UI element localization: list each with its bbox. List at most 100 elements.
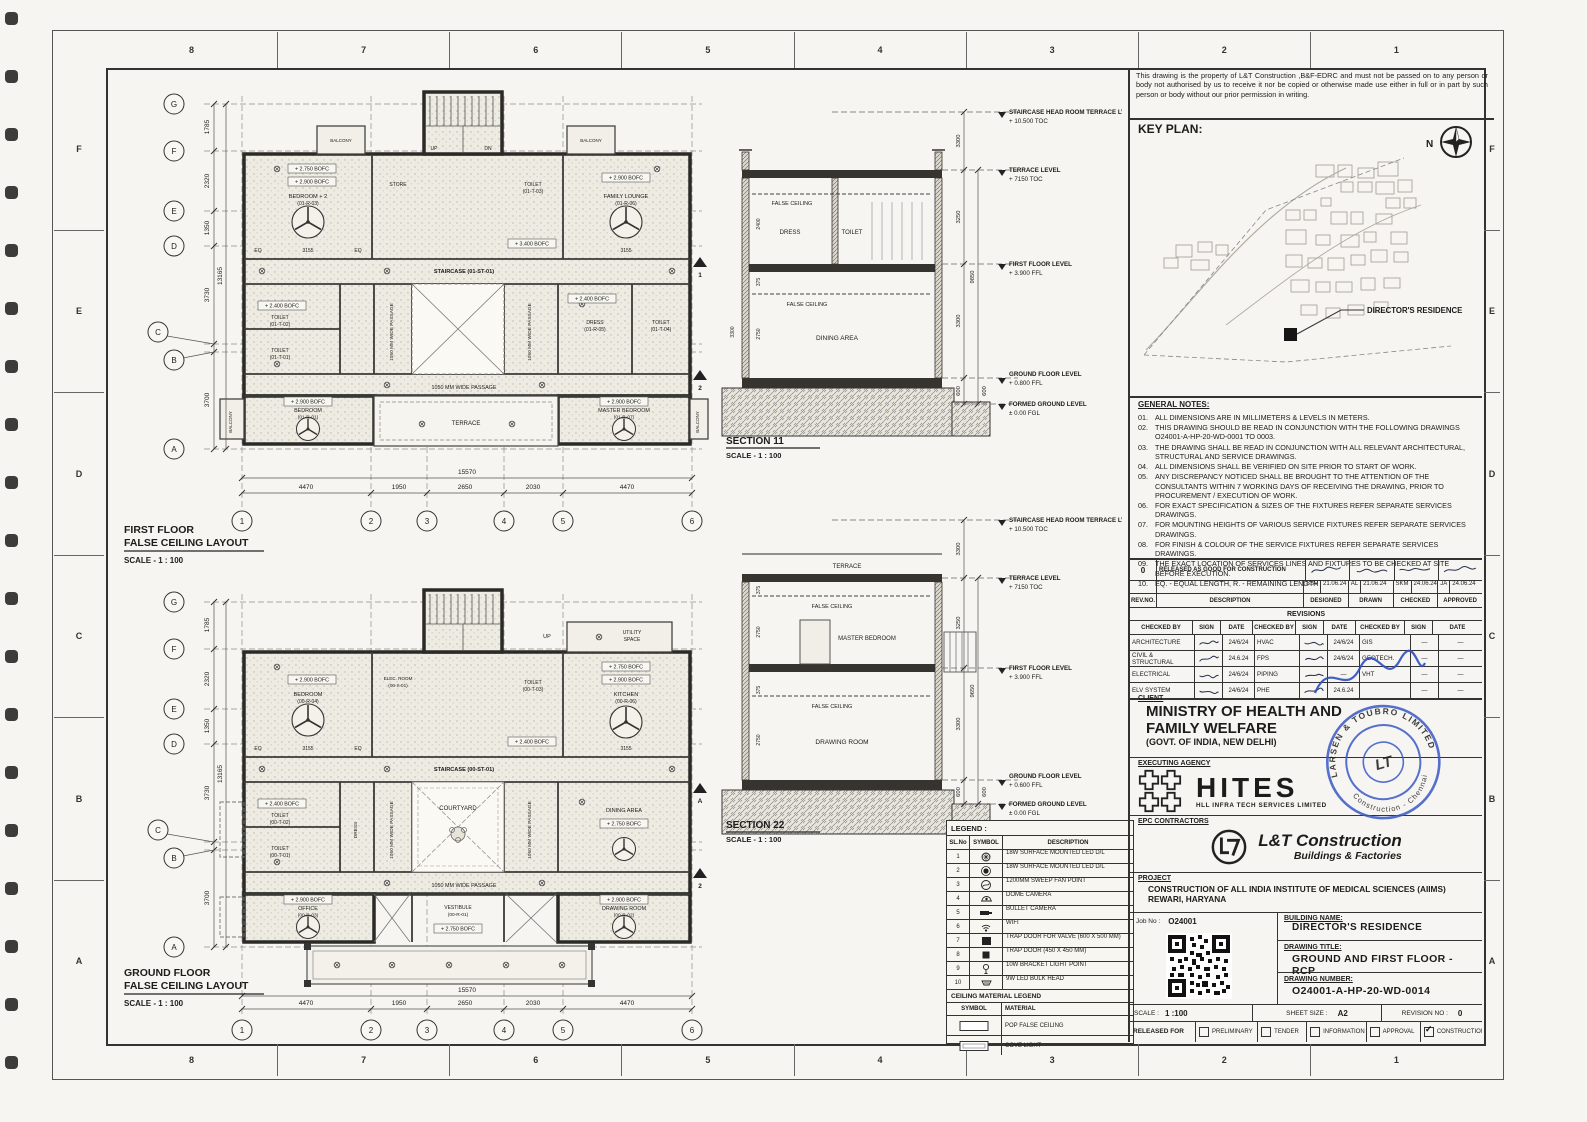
svg-text:2: 2 <box>698 883 702 890</box>
approval-pen-signature <box>1313 649 1426 694</box>
svg-text:5: 5 <box>561 1026 566 1035</box>
pop-false-ceiling-symbol <box>947 1016 1002 1035</box>
svg-text:DINING AREA: DINING AREA <box>606 808 642 814</box>
svg-text:+ 2.900 BOFC: + 2.900 BOFC <box>607 400 641 406</box>
led-surface-filled-icon <box>970 864 1003 877</box>
svg-text:600: 600 <box>982 787 988 797</box>
svg-text:1350: 1350 <box>204 220 211 235</box>
svg-text:FALSE CEILING: FALSE CEILING <box>772 201 813 207</box>
svg-text:+ 2.900 BOFC: + 2.900 BOFC <box>295 180 329 186</box>
svg-text:LT: LT <box>1373 752 1396 774</box>
svg-text:UP: UP <box>543 634 551 640</box>
svg-text:3730: 3730 <box>204 785 211 800</box>
svg-text:FALSE CEILING: FALSE CEILING <box>812 604 853 610</box>
svg-text:(01-T-01): (01-T-01) <box>270 355 291 361</box>
svg-text:1050 MM WIDE PASSAGE: 1050 MM WIDE PASSAGE <box>432 385 497 391</box>
svg-text:2320: 2320 <box>204 671 211 686</box>
designed-signature <box>1306 560 1351 580</box>
key-plan-callout: DIRECTOR'S RESIDENCE <box>1367 306 1462 315</box>
sign-scribble <box>1300 635 1328 650</box>
svg-text:1050 MM WIDE PASSAGE: 1050 MM WIDE PASSAGE <box>389 801 395 859</box>
general-notes-title: GENERAL NOTES: <box>1138 400 1210 409</box>
svg-text:375: 375 <box>756 586 762 595</box>
svg-text:TOILET: TOILET <box>271 348 288 354</box>
drawing-info-block: Job No : O24001 <box>1130 913 1482 1005</box>
sign-scribble <box>1195 651 1223 666</box>
scale-label: SCALE : <box>1134 1009 1159 1017</box>
section-title: SECTION 11 SCALE - 1 : 100 <box>726 436 820 460</box>
ceiling-material-title: CEILING MATERIAL LEGEND <box>947 990 1133 1003</box>
bracket-light-icon <box>970 962 1003 975</box>
svg-text:SECTION 22: SECTION 22 <box>726 820 785 831</box>
epc-label: EPC CONTRACTORS <box>1138 818 1209 825</box>
first-floor-plan: + 2.750 BOFC + 2.900 BOFC + 2.900 BOFC +… <box>124 90 709 565</box>
wifi-icon <box>970 920 1003 933</box>
svg-text:4470: 4470 <box>299 484 314 491</box>
svg-text:FIRST FLOOR: FIRST FLOOR <box>124 524 194 536</box>
svg-text:1785: 1785 <box>204 119 211 134</box>
key-plan: KEY PLAN: N DIR <box>1130 116 1482 398</box>
svg-text:TOILET: TOILET <box>842 230 863 236</box>
svg-text:3300: 3300 <box>956 543 962 556</box>
svg-text:2: 2 <box>369 1026 374 1035</box>
ground-floor-plan: + 2.900 BOFC + 2.750 BOFC + 2.900 BOFC +… <box>124 588 707 1041</box>
client-name-line3: (GOVT. OF INDIA, NEW DELHI) <box>1146 737 1277 747</box>
svg-text:+ 0.800 FFL: + 0.800 FFL <box>1009 380 1043 387</box>
section-markers: A 2 <box>693 783 707 890</box>
svg-text:+ 2.750 BOFC: + 2.750 BOFC <box>609 665 643 671</box>
scale-row: SCALE : 1 :100 SHEET SIZE : A2 REVISION … <box>1130 1005 1482 1022</box>
first-floor-title: FIRST FLOOR FALSE CEILING LAYOUT SCALE -… <box>124 524 264 565</box>
svg-text:KITCHEN: KITCHEN <box>614 692 639 698</box>
svg-text:15570: 15570 <box>458 469 476 476</box>
svg-text:(01-T-04): (01-T-04) <box>651 327 672 333</box>
svg-text:+ 2.400 BOFC: + 2.400 BOFC <box>575 297 609 303</box>
svg-text:3155: 3155 <box>302 746 313 752</box>
section-11: FALSE CEILING DRESS TOILET FALSE CEILING… <box>721 108 1122 460</box>
svg-text:FIRST FLOOR LEVEL: FIRST FLOOR LEVEL <box>1009 261 1072 268</box>
svg-text:STAIRCASE HEAD ROOM TERRACE LV: STAIRCASE HEAD ROOM TERRACE LVL <box>1009 517 1122 524</box>
svg-text:4470: 4470 <box>620 484 635 491</box>
svg-text:SCALE - 1 : 100: SCALE - 1 : 100 <box>124 556 184 565</box>
epc-block: EPC CONTRACTORS L&T Construction Buildin… <box>1130 816 1482 873</box>
drawing-title-value: GROUND AND FIRST FLOOR - RCP <box>1292 953 1453 977</box>
sign-scribble <box>1195 635 1223 650</box>
svg-text:N: N <box>1426 139 1433 150</box>
section-room-labels: TERRACE FALSE CEILING MASTER BEDROOM FAL… <box>756 564 896 746</box>
released-option-preliminary: PRELIMINARY <box>1196 1021 1259 1042</box>
svg-text:375: 375 <box>756 686 762 695</box>
svg-text:MASTER BEDROOM: MASTER BEDROOM <box>838 636 896 642</box>
sign-scribble <box>1300 651 1328 666</box>
svg-text:GROUND FLOOR: GROUND FLOOR <box>124 967 211 979</box>
released-option-construction: ✓CONSTRUCTION <box>1423 1023 1482 1037</box>
svg-text:(00-T-01): (00-T-01) <box>270 853 291 859</box>
svg-text:2030: 2030 <box>526 484 541 491</box>
qr-code <box>1166 933 1232 999</box>
svg-text:3300: 3300 <box>956 135 962 148</box>
led-surface-open-icon <box>970 850 1003 863</box>
svg-text:C: C <box>155 826 161 835</box>
svg-text:3250: 3250 <box>956 211 962 224</box>
svg-text:ELEC. ROOM: ELEC. ROOM <box>384 676 413 681</box>
svg-text:(00-R-03): (00-R-03) <box>298 913 319 919</box>
svg-text:4470: 4470 <box>299 1000 314 1007</box>
svg-text:+ 2.900 BOFC: + 2.900 BOFC <box>295 678 329 684</box>
hites-logo-icon <box>1138 769 1182 813</box>
svg-text:GROUND FLOOR LEVEL: GROUND FLOOR LEVEL <box>1009 773 1082 780</box>
svg-text:(00-R-01): (00-R-01) <box>448 912 469 918</box>
svg-text:+ 2.900 BOFC: + 2.900 BOFC <box>291 898 325 904</box>
client-block: CLIENT MINISTRY OF HEALTH AND FAMILY WEL… <box>1130 693 1482 758</box>
scale-value: 1 :100 <box>1164 1008 1188 1018</box>
svg-text:(01-R-03): (01-R-03) <box>297 201 319 207</box>
svg-text:2650: 2650 <box>458 1000 473 1007</box>
svg-text:TERRACE: TERRACE <box>833 564 862 570</box>
svg-text:(00-R-04): (00-R-04) <box>297 699 319 705</box>
svg-text:1: 1 <box>240 517 245 526</box>
svg-text:DRAWING ROOM: DRAWING ROOM <box>815 739 868 746</box>
svg-text:2400: 2400 <box>756 218 762 229</box>
svg-text:1050 MM WIDE PASSAGE: 1050 MM WIDE PASSAGE <box>389 303 395 361</box>
svg-text:EQ: EQ <box>354 248 361 254</box>
svg-text:3300: 3300 <box>730 326 736 337</box>
